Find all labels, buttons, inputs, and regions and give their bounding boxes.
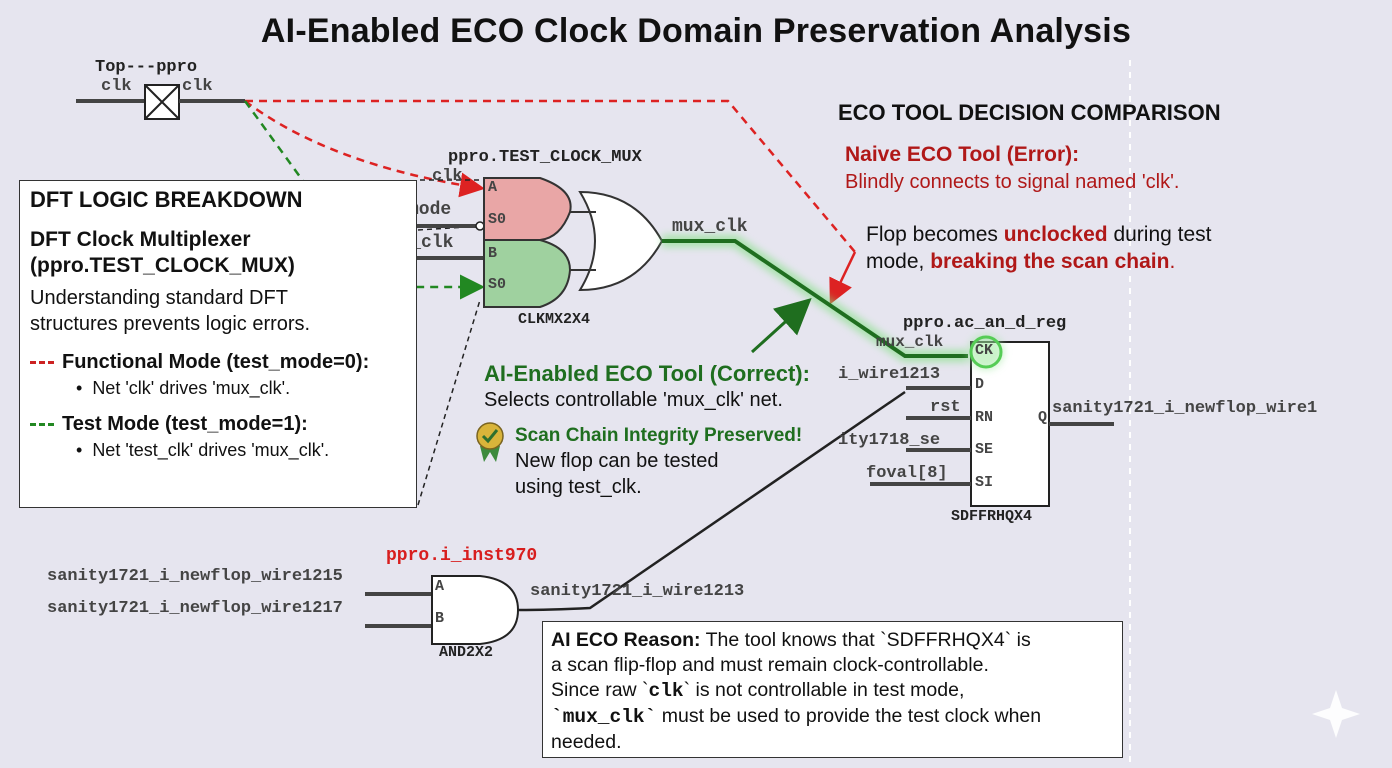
- and2x2-gate: [431, 575, 520, 645]
- mux-pin-b: B: [488, 245, 498, 262]
- mux-and-gate-a: [483, 177, 572, 241]
- test-bullet: • Net 'test_clk' drives 'mux_clk'.: [76, 440, 330, 460]
- badge-line-2: using test_clk.: [515, 476, 642, 498]
- test-mode-label: Test Mode (test_mode=1):: [62, 413, 308, 435]
- flop-instance-label: ppro.ac_an_d_reg: [903, 314, 1067, 333]
- and-input-a-net: sanity1721_i_newflop_wire1215: [47, 567, 343, 586]
- flop-net-se: ity1718_se: [838, 431, 941, 450]
- and-instance-label: ppro.i_inst970: [386, 546, 538, 566]
- and-cell-label: AND2X2: [439, 644, 494, 661]
- mux-instance-label: ppro.TEST_CLOCK_MUX: [448, 148, 642, 167]
- functional-mode-label: Functional Mode (test_mode=0):: [62, 351, 370, 373]
- naive-tool-title: Naive ECO Tool (Error):: [845, 143, 1080, 166]
- reason-label: AI ECO Reason:: [551, 629, 701, 651]
- mux-or-gate: [578, 190, 664, 292]
- functional-mode-row: Functional Mode (test_mode=0):: [30, 351, 406, 374]
- flop-output-label: sanity1721_i_newflop_wire1: [1052, 399, 1318, 418]
- and-output-wire: [517, 390, 906, 612]
- ck-highlight: [969, 335, 1003, 369]
- mux-pin-a: A: [488, 179, 498, 196]
- functional-bullet: • Net 'clk' drives 'mux_clk'.: [76, 378, 291, 398]
- mux-clk-net: [662, 239, 968, 358]
- dft-heading: DFT LOGIC BREAKDOWN: [30, 187, 303, 212]
- flop-pin-d: D: [975, 376, 985, 393]
- test-mode-row: Test Mode (test_mode=1):: [30, 413, 406, 436]
- flop-pin-q: Q: [1038, 409, 1048, 426]
- dft-subheading-2: (ppro.TEST_CLOCK_MUX): [30, 254, 295, 277]
- flop-pin-si: SI: [975, 474, 994, 491]
- red-dash-legend: [30, 361, 54, 365]
- badge-line-1: New flop can be tested: [515, 450, 719, 472]
- ai-tool-title: AI-Enabled ECO Tool (Correct):: [484, 361, 810, 386]
- naive-tool-desc: Blindly connects to signal named 'clk'.: [845, 171, 1180, 193]
- flop-cell-label: SDFFRHQX4: [951, 508, 1033, 525]
- badge-title: Scan Chain Integrity Preserved!: [515, 425, 803, 446]
- sparkle-icon: [1312, 690, 1360, 738]
- ai-eco-reason-panel: AI ECO Reason: The tool knows that `SDFF…: [542, 621, 1123, 758]
- functional-path: [244, 100, 485, 198]
- dft-logic-panel: DFT LOGIC BREAKDOWN DFT Clock Multiplexe…: [19, 180, 417, 508]
- mux-pin-s0-upper: S0: [488, 211, 507, 228]
- diagram-title: AI-Enabled ECO Clock Domain Preservation…: [260, 12, 1132, 50]
- flop-pin-se: SE: [975, 441, 994, 458]
- dft-subheading-1: DFT Clock Multiplexer: [30, 228, 251, 251]
- and-pin-a: A: [435, 578, 445, 595]
- and-output-label: sanity1721_i_wire1213: [530, 582, 745, 601]
- flop-net-mux-clk: mux_clk: [876, 333, 944, 351]
- mux-pin-s0-lower: S0: [488, 276, 507, 293]
- top-ppro-label: Top---ppro: [95, 58, 198, 77]
- flop-pin-rn: RN: [975, 409, 994, 426]
- dft-desc-1: Understanding standard DFT: [30, 287, 288, 309]
- ai-arrow: [750, 297, 812, 354]
- mux-and-gate-b: [483, 239, 572, 308]
- green-dash-legend: [30, 423, 54, 427]
- and-input-b-net: sanity1721_i_newflop_wire1217: [47, 599, 343, 618]
- top-left-pin: clk: [101, 77, 132, 96]
- comparison-heading: ECO TOOL DECISION COMPARISON: [838, 100, 1221, 125]
- flop-unclocked-note: Flop becomes unclocked during test mode,…: [866, 223, 1212, 273]
- mux-net-clk: clk: [432, 167, 463, 186]
- flop-net-d: i_wire1213: [838, 365, 941, 384]
- mux-output-label: mux_clk: [672, 217, 748, 237]
- flop-net-si: foval[8]: [866, 464, 948, 483]
- top-right-pin: clk: [182, 77, 213, 96]
- mux-cell-label: CLKMX2X4: [518, 311, 591, 328]
- badge-icon: [476, 422, 504, 462]
- naive-connection-path: [245, 99, 856, 253]
- flop-pin-ck: CK: [975, 342, 994, 359]
- flop-net-rst: rst: [930, 398, 961, 417]
- and-pin-b: B: [435, 610, 445, 627]
- dft-desc-2: structures prevents logic errors.: [30, 313, 311, 335]
- ai-tool-desc: Selects controllable 'mux_clk' net.: [484, 389, 783, 411]
